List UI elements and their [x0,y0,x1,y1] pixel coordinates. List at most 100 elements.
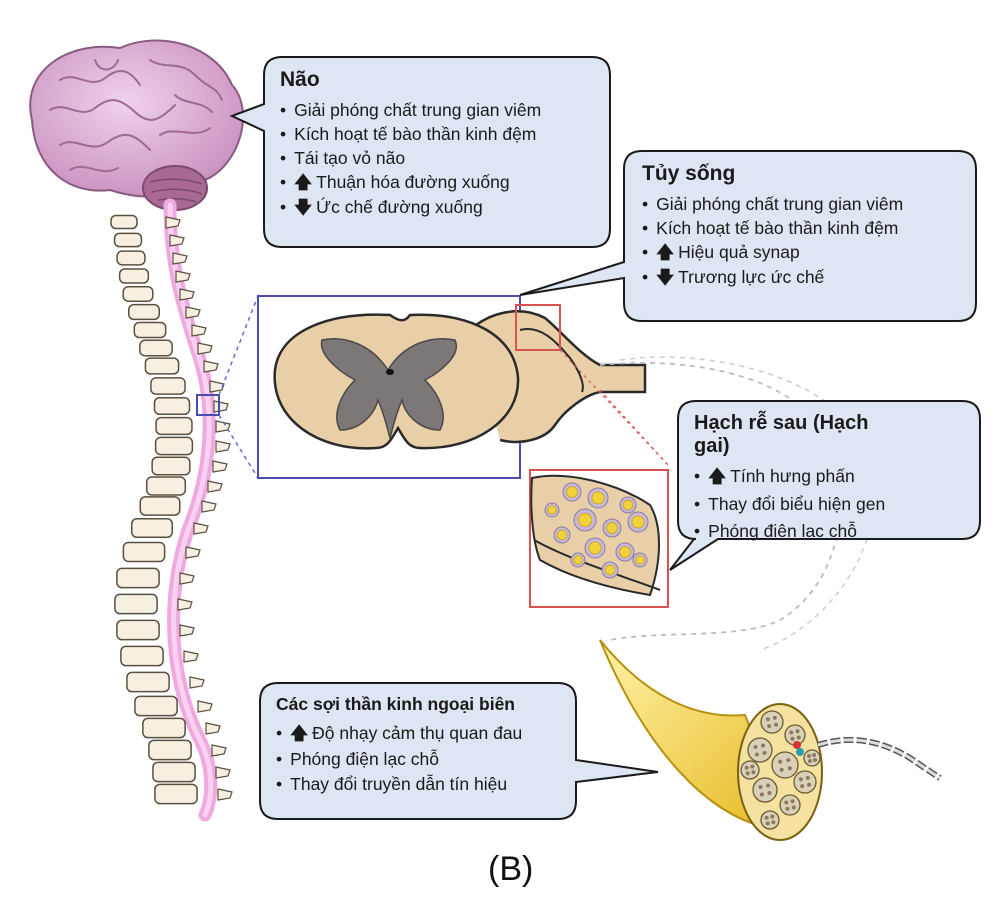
brain-callout-list: •Giải phóng chất trung gian viêm •Kích h… [280,100,541,219]
vertebra [114,593,158,615]
spinous-process [179,624,195,637]
arrow-up-icon: 🡅 [294,173,313,193]
spinous-process [172,252,188,265]
spinous-process [185,306,201,319]
neuron-nucleus [635,555,645,565]
peripheral-nerve-callout-title: Các sợi thần kinh ngoại biên [276,694,516,714]
peripheral-nerve-callout-bubble [259,682,659,820]
vertebra [152,761,196,783]
axon-dot [772,715,777,720]
axon-dot [765,821,770,826]
list-item: •🡅Tính hưng phấn [694,466,855,487]
axon-dot [765,717,770,722]
spinous-process [201,500,217,513]
neuron-nucleus [622,499,634,511]
spinous-process [197,700,213,713]
spinous-process [183,650,199,663]
vertebra [155,416,193,436]
dorsal-root-ganglion [530,474,661,597]
nerve-fascicle [747,737,773,763]
neuron-nucleus [547,505,557,515]
axon-dot [807,758,812,763]
list-item: •Kích hoạt tế bào thần kinh đệm [642,218,899,238]
vertebra [144,357,180,375]
spinal-cord-cross-section [273,310,647,450]
vertebra [116,619,160,641]
spinous-process [215,440,231,453]
axon-dot [790,736,795,741]
axon-dot [807,753,812,758]
list-item: •🡅Hiệu quả synap [642,242,800,263]
vertebra [133,321,167,339]
axon-dot [771,820,776,825]
spinous-process [179,572,195,585]
neuron-nucleus [573,555,583,565]
vertebra [116,250,146,266]
list-item: •Phóng điện lạc chỗ [276,749,440,769]
nerve-fascicle [771,751,799,779]
nerve-fascicle [760,810,780,830]
vertebra [154,436,194,456]
vertebra [145,476,187,496]
vertebra [139,339,173,357]
neuron-nucleus [604,564,616,576]
vertebra [118,268,150,284]
axon-dot [770,814,775,819]
list-item: •🡇Ức chế đường xuống [280,197,483,218]
spinous-process [209,380,225,393]
spinous-process [213,400,229,413]
axon-dot [774,722,779,727]
axon-dot [767,724,772,729]
neuron-nucleus [606,522,618,534]
nerve-fascicle [803,749,821,767]
axon-dot [790,799,795,804]
arrow-down-icon: 🡇 [656,268,675,288]
peripheral-nerve-callout-list: •🡅Độ nhạy cảm thụ quan đau •Phóng điện l… [276,723,522,795]
spinous-process [197,342,213,355]
drg-callout-title: Hạch rễ sau (Hạch gai) [694,412,869,457]
brain-callout-bubble [229,56,611,248]
list-item: •Giải phóng chất trung gian viêm [280,100,542,120]
axon-dot [764,815,769,820]
vertebral-column [110,214,233,805]
list-item: •🡅Độ nhạy cảm thụ quan đau [276,723,523,744]
spine-section-marker [196,394,220,416]
spinous-process [217,788,233,801]
neuron-nucleus [591,491,605,505]
neuron-nucleus [578,513,593,528]
axon-dot [754,752,759,757]
vertebra [116,567,160,589]
vertebra [122,286,154,302]
vertebra [131,517,173,539]
axon-dot [750,764,755,769]
list-item: •Phóng điện lạc chỗ [694,521,858,541]
vertebra [134,695,178,717]
vertebra [128,303,160,321]
vertebra [139,496,181,516]
vertebra [153,397,191,415]
spinous-process [175,270,191,283]
drg-section-marker [515,304,561,351]
spinous-process [191,324,207,337]
axon-dot [785,806,790,811]
nerve-fascicle [793,770,817,794]
spinous-process [177,598,193,611]
axon-dot [805,775,810,780]
axon-dot [812,753,817,758]
spinous-process [211,744,227,757]
axon-dot [759,792,764,797]
spinous-process [215,766,231,779]
vertebra [150,377,186,395]
axon-dot [779,767,784,772]
spinous-process [193,522,209,535]
vertebra [113,232,143,248]
axon-dot [751,770,756,775]
drg-callout-list: •🡅Tính hưng phấn •Thay đổi biểu hiện gen… [694,466,885,542]
spinous-process [169,234,185,247]
vertebra [126,671,170,693]
nerve-fascicle [760,710,784,734]
axon-dot [791,805,796,810]
list-item: •Tái tạo vỏ não [280,148,406,168]
vertebra [151,456,191,476]
brain-callout-title: Não [280,68,320,91]
